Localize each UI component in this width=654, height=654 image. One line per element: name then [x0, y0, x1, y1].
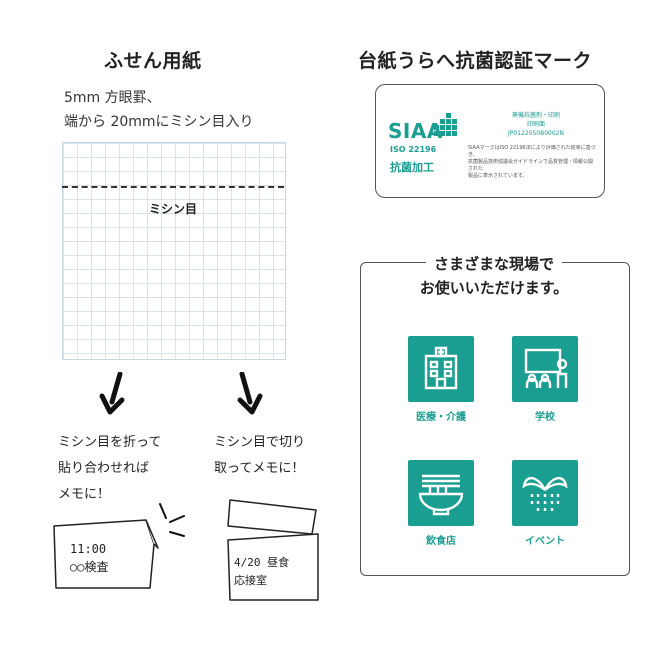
siaa-fine-line: SIAAマークはISO 22196法により評価された結果に基づき、	[468, 145, 596, 158]
note-date: 4/20 昼食	[234, 556, 290, 569]
folded-note-text: 11:00 ○○検査	[70, 540, 108, 576]
siaa-iso-text: ISO 22196	[390, 145, 437, 154]
torn-note-text: 4/20 昼食 応接室	[234, 554, 289, 590]
use-cases-title: さまざまな現場で お使いいただけます。	[368, 252, 620, 300]
note-time: 11:00	[70, 542, 107, 556]
use-label-medical: 医療・介護	[416, 412, 466, 423]
perforation-line	[62, 186, 284, 188]
siaa-info: 無機抗菌剤・印刷 印刷面 JP0122050B0002N	[476, 111, 596, 138]
paper-description-line: 端から 20mmにミシン目入り	[64, 114, 254, 130]
arrow-down-left-icon	[99, 372, 125, 415]
sparkle-lines-icon	[159, 503, 185, 537]
use-label-school: 学校	[535, 412, 555, 423]
caption-line: 取ってメモに！	[214, 461, 305, 476]
siaa-info-line: JP0122050B0002N	[508, 130, 564, 137]
use-label-event: イベント	[525, 536, 565, 547]
tear-caption: ミシン目で切り 取ってメモに！	[214, 430, 305, 482]
siaa-badge-card: SIAA ISO 22196 抗菌加工 無機抗菌剤・印刷 印刷面 JP01220…	[375, 84, 605, 198]
siaa-info-line: 無機抗菌剤・印刷	[511, 112, 560, 119]
use-label-restaurant: 飲食店	[426, 536, 456, 547]
siaa-fine-line: 製品に表示されています。	[468, 173, 528, 179]
fold-caption: ミシン目を折って 貼り合わせれば メモに！	[58, 430, 161, 508]
sticky-paper-title: ふせん用紙	[104, 50, 202, 72]
event-decoration-icon	[512, 460, 578, 526]
perforation-label: ミシン目	[148, 202, 197, 216]
siaa-fine-print: SIAAマークはISO 22196法により評価された結果に基づき、 抗菌製品技術…	[468, 145, 596, 180]
note-task: ○○検査	[70, 560, 109, 574]
caption-line: ミシン目を折って	[58, 435, 162, 450]
caption-line: ミシン目で切り	[214, 435, 306, 450]
siaa-antibacterial-label: 抗菌加工	[390, 161, 434, 174]
siaa-logo-mark-icon	[434, 113, 457, 136]
arrow-down-right-icon	[237, 372, 263, 415]
ramen-bowl-icon	[408, 460, 474, 526]
antibacterial-mark-title: 台紙うらへ抗菌認証マーク	[358, 50, 593, 72]
folded-note-illustration	[53, 519, 159, 589]
caption-line: 貼り合わせれば	[58, 461, 150, 476]
siaa-logo-text: SIAA	[388, 119, 443, 143]
paper-description-line: 5mm 方眼罫、	[64, 90, 161, 106]
siaa-info-line: 印刷面	[526, 121, 545, 128]
note-room: 応接室	[234, 574, 267, 587]
hospital-icon	[408, 336, 474, 402]
siaa-fine-line: 抗菌製品技術協議会ガイドラインで品質管理・情報公開された	[468, 159, 594, 172]
paper-description: 5mm 方眼罫、 端から 20mmにミシン目入り	[64, 86, 254, 134]
torn-note-illustration	[227, 499, 319, 601]
classroom-icon	[512, 336, 578, 402]
caption-line: メモに！	[58, 487, 111, 502]
use-cases-title-line: さまざまな現場で	[425, 255, 562, 273]
use-cases-title-line: お使いいただけます。	[419, 279, 569, 297]
grid-paper	[62, 142, 286, 360]
